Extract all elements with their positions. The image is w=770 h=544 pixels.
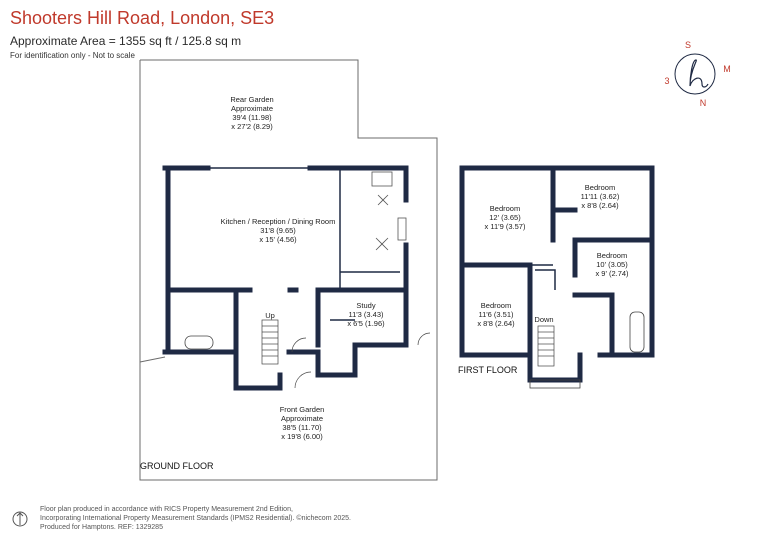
room-label-line: Approximate [231,104,273,113]
bath-first [629,311,645,353]
footer-line-1: Floor plan produced in accordance with R… [40,506,293,513]
page-title: Shooters Hill Road, London, SE3 [10,8,275,28]
first-floor-thin-walls [530,264,556,290]
room-label-line: x 8'8 (2.64) [581,201,619,210]
compass-m: M [723,64,731,74]
footer: Floor plan produced in accordance with R… [40,505,360,532]
room-label-line: x 8'8 (2.64) [477,319,515,328]
scale-note: For identification only - Not to scale [10,51,135,60]
compass-ring [674,53,716,95]
room-label-line: Approximate [281,414,323,423]
room-label-line: x 19'8 (6.00) [281,432,323,441]
footer-line-2: Incorporating International Property Mea… [40,515,351,522]
room-label-line: x 6'5 (1.96) [347,319,385,328]
room-label-line: 10' (3.05) [596,260,628,269]
room-label-line: Bedroom [597,251,627,260]
stairs-ground [261,319,279,365]
bay-window-first [529,379,581,389]
room-label-line: 11'6 (3.51) [478,310,514,319]
footer-line-3: Produced for Hamptons. REF: 1329285 [40,524,163,531]
compass-s: S [685,40,691,50]
stairs-first [537,325,555,367]
room-label-line: Study [356,301,375,310]
ground-floor-thin-walls [208,167,400,321]
room-label-line: Front Garden [280,405,325,414]
approximate-area: Approximate Area = 1355 sq ft / 125.8 sq… [10,34,242,48]
ground-floor-label: GROUND FLOOR [140,461,214,471]
room-label-line: x 15' (4.56) [259,235,297,244]
kitchen-units [371,171,407,251]
first-floor-label: FIRST FLOOR [458,365,518,375]
room-label-line: x 27'2 (8.29) [231,122,273,131]
rics-logo-icon [12,511,28,527]
room-label-line: x 11'9 (3.57) [485,222,526,231]
room-label-line: 12' (3.65) [489,213,521,222]
compass-3: 3 [664,76,669,86]
room-label-line: 39'4 (11.98) [232,113,272,122]
ground-plot-outline [139,59,438,481]
room-label-line: Kitchen / Reception / Dining Room [221,217,336,226]
room-label-line: 11'3 (3.43) [348,310,384,319]
room-label-line: Rear Garden [230,95,273,104]
room-label-line: Bedroom [585,183,615,192]
room-label-line: 31'8 (9.65) [260,226,296,235]
room-label-line: 11'11 (3.62) [581,192,620,201]
ground-doors [291,332,431,389]
room-label-line: Bedroom [481,301,511,310]
compass-n: N [700,98,707,108]
stairs-down-label: Down [534,315,553,324]
room-label-line: Bedroom [490,204,520,213]
room-label-line: 38'5 (11.70) [282,423,322,432]
compass-logo-icon [689,59,709,88]
room-label-line: x 9' (2.74) [595,269,629,278]
front-path-line [139,356,166,363]
ground-floor-walls [162,165,409,391]
bath-ground [184,335,214,350]
stairs-up-label: Up [265,311,275,320]
compass: S N M 3 [664,40,730,108]
